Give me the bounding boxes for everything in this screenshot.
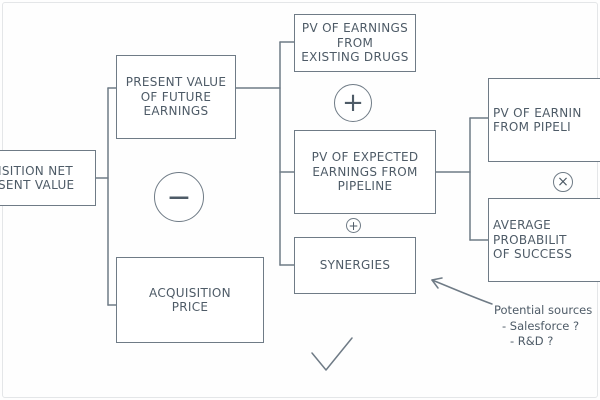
pv-existing-drugs-box: PV OF EARNINGS FROM EXISTING DRUGS (294, 14, 416, 72)
synergies-box: SYNERGIES (294, 237, 416, 294)
pv-expected-pipeline-box: PV OF EXPECTED EARNINGS FROM PIPELINE (294, 130, 436, 214)
small-plus-operator-glyph: + (348, 218, 359, 233)
note-item-salesforce: - Salesforce ? (502, 318, 580, 333)
minus-operator-glyph: − (166, 179, 192, 215)
times-operator-glyph: × (557, 174, 569, 190)
check-mark (311, 337, 353, 371)
pv-future-earnings-box: PRESENT VALUE OF FUTURE EARNINGS (116, 55, 236, 139)
potential-sources-note: Potential sources - Salesforce ? - R&D ? (494, 303, 592, 350)
acquisition-price-box: ACQUISITION PRICE (116, 257, 264, 343)
times-operator-icon: × (553, 172, 573, 192)
acquisition-npv-box: ISITION NET SENT VALUE (0, 150, 96, 206)
note-title: Potential sources (494, 303, 593, 317)
note-arrow-head (431, 277, 443, 289)
avg-probability-label: AVERAGE PROBABILIT OF SUCCESS (493, 218, 573, 262)
pv-existing-drugs-label: PV OF EARNINGS FROM EXISTING DRUGS (301, 21, 409, 65)
acquisition-npv-label: ISITION NET SENT VALUE (0, 163, 75, 192)
plus-operator-glyph: + (342, 88, 364, 118)
pv-expected-pipeline-label: PV OF EXPECTED EARNINGS FROM PIPELINE (311, 150, 419, 194)
pv-earnings-pipeline-box: PV OF EARNIN FROM PIPELI (488, 78, 600, 162)
plus-operator-icon: + (334, 84, 372, 122)
acquisition-price-label: ACQUISITION PRICE (149, 285, 231, 314)
synergies-label: SYNERGIES (319, 258, 391, 273)
avg-probability-box: AVERAGE PROBABILIT OF SUCCESS (488, 198, 600, 282)
minus-operator-icon: − (154, 172, 204, 222)
note-item-rnd: - R&D ? (510, 334, 554, 349)
pv-future-earnings-label: PRESENT VALUE OF FUTURE EARNINGS (125, 75, 227, 119)
note-arrow-shaft (431, 279, 493, 305)
pv-earnings-pipeline-label: PV OF EARNIN FROM PIPELI (493, 105, 582, 134)
small-plus-operator-icon: + (346, 218, 361, 233)
